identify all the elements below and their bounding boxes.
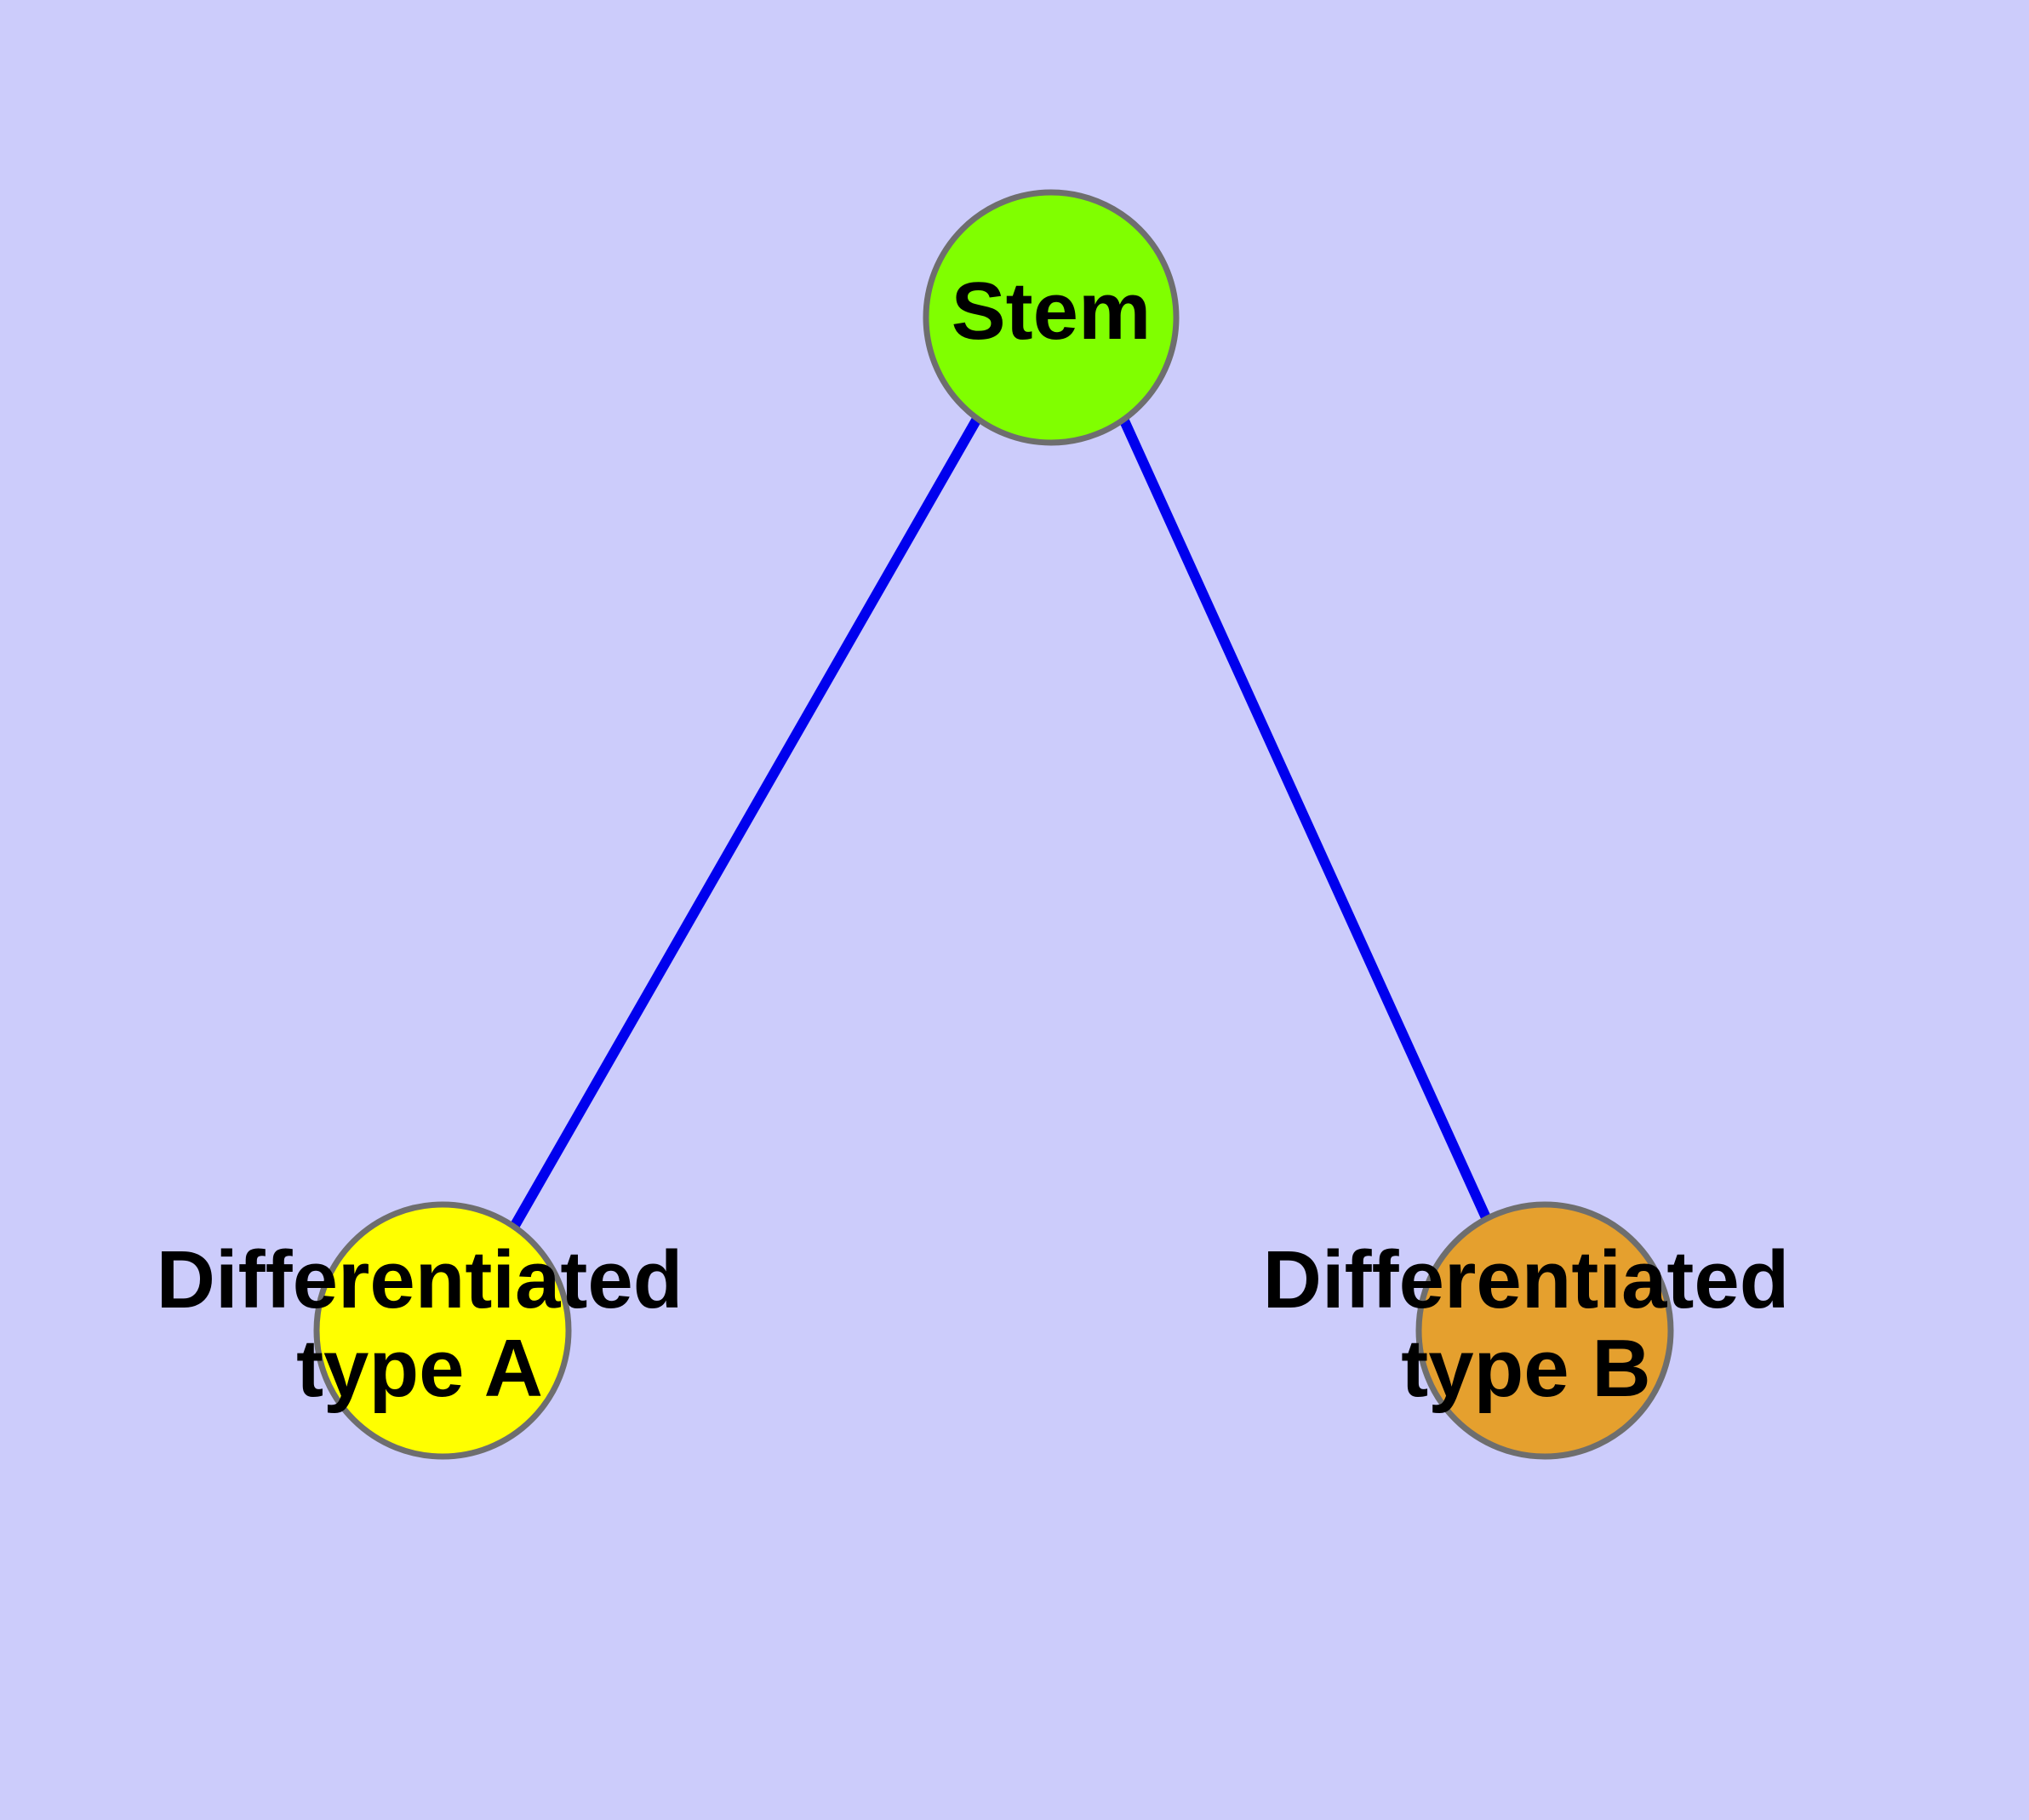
- node-label-line: Differentiated: [157, 1234, 683, 1325]
- node-label-line: type B: [1401, 1323, 1650, 1414]
- node-differentiated-type-a[interactable]: [313, 1201, 572, 1460]
- node-label-line: type A: [296, 1323, 543, 1414]
- edge-stem-to-differentiated-type-b[interactable]: [1118, 416, 1494, 1226]
- node-label-line: Differentiated: [1263, 1234, 1790, 1325]
- node-differentiated-type-b[interactable]: [1415, 1201, 1674, 1460]
- node-stem[interactable]: [923, 189, 1180, 446]
- node-layer: [313, 189, 1674, 1460]
- node-label-line: Stem: [952, 266, 1152, 357]
- edge-stem-to-differentiated-type-a[interactable]: [508, 416, 982, 1231]
- edge-layer: [508, 416, 1494, 1231]
- node-label-stem: Stem: [952, 266, 1152, 357]
